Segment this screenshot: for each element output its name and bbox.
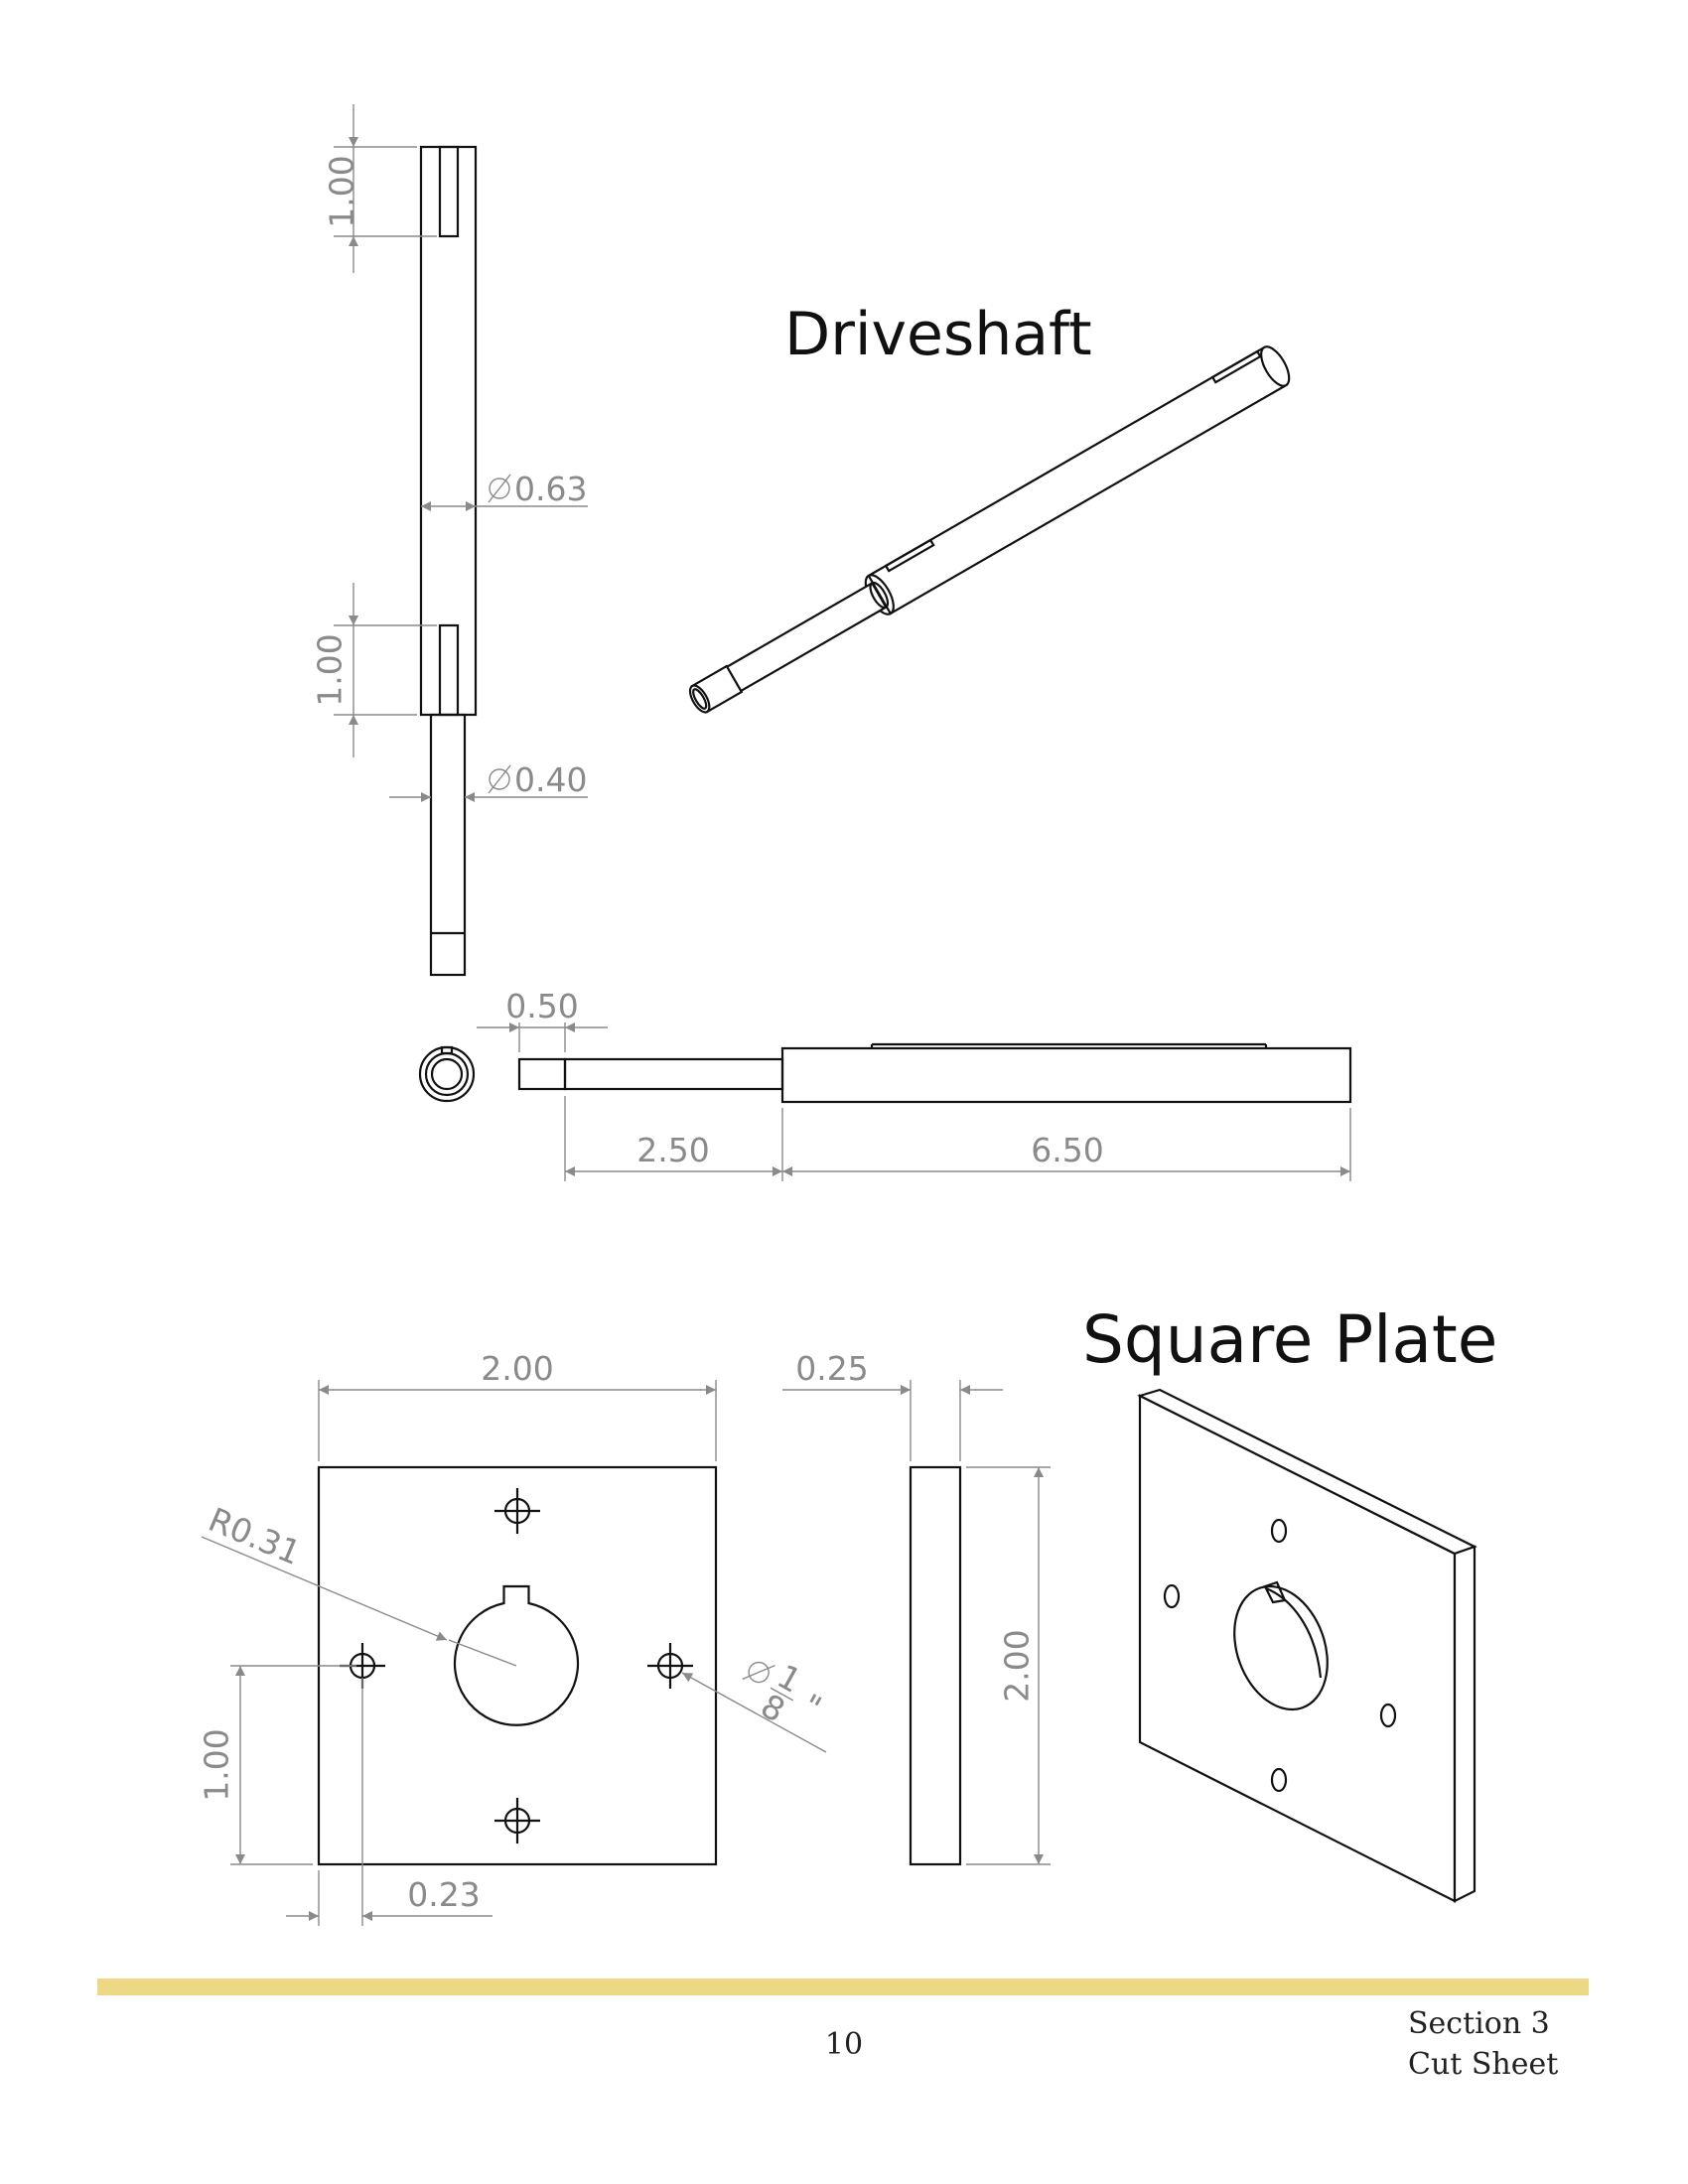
driveshaft-end-view [418,1045,476,1103]
keyway-bottom [438,623,460,717]
dim-hole-diameter: 1 8 " [742,1657,828,1730]
footer-accent-bar [97,1979,1589,1995]
square-plate-front-view: 2.00 R0.31 1 8 " 1.00 0.23 [198,1349,828,1926]
driveshaft-title: Driveshaft [784,300,1092,369]
dim-large-section-length: 6.50 [1031,1131,1103,1169]
dim-bore-radius: R0.31 [203,1500,306,1572]
shaft-large-section-side [780,1046,1352,1104]
plate-side-outline [909,1465,962,1866]
bolt-hole-right [647,1643,693,1689]
dim-hole-offset-horizontal: 0.23 [407,1875,480,1914]
square-plate-isometric-view [1137,1388,1477,1903]
dim-step-length: 0.50 [505,987,578,1025]
driveshaft-isometric-view [688,345,1291,714]
dim-keyway-length-top: 1.00 [323,155,361,227]
bolt-hole-bottom [494,1798,540,1843]
dim-small-section-length: 2.50 [636,1131,709,1169]
driveshaft-side-view: 0.50 2.50 6.50 [477,987,1352,1181]
dim-diameter-small: 0.40 [514,760,587,799]
plate-bore-with-keyway [453,1584,580,1726]
page-number: 10 [824,2027,864,2062]
dim-diameter-large: 0.63 [514,470,587,508]
section-info: Section 3 Cut Sheet [1408,2003,1607,2085]
dim-plate-height: 2.00 [998,1629,1037,1702]
dim-keyway-length-bottom: 1.00 [311,633,350,706]
section-label: Section 3 [1408,2006,1550,2041]
keyway-top [438,145,460,238]
diameter-symbol-icon [488,764,511,794]
dim-plate-thickness: 0.25 [795,1349,868,1388]
shaft-small-section-side [563,1057,784,1091]
inch-mark: " [795,1687,827,1727]
shaft-end-step-side [517,1057,567,1091]
dim-hole-offset-vertical: 1.00 [198,1728,236,1801]
square-plate-side-view: 0.25 2.00 [782,1349,1051,1866]
dim-hole-diameter-denominator: 8 [755,1686,791,1729]
shaft-large-section [419,145,478,717]
driveshaft-front-view: 1.00 1.00 0.63 0.40 [311,104,588,977]
dim-plate-width: 2.00 [481,1349,553,1388]
square-plate-title: Square Plate [1082,1301,1497,1378]
section-subtitle: Cut Sheet [1408,2047,1559,2082]
diameter-symbol-icon [488,474,511,503]
bolt-hole-top [494,1488,540,1534]
shaft-small-section [429,713,467,977]
